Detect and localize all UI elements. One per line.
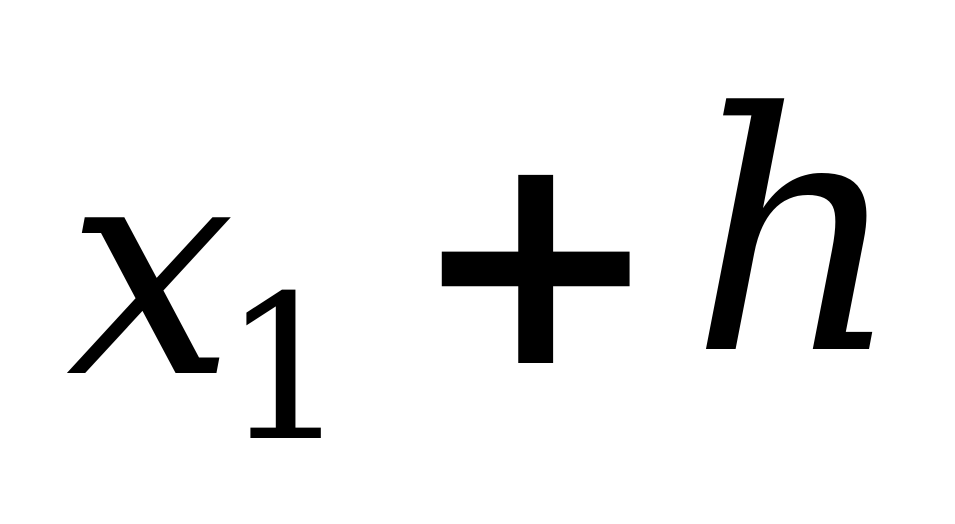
variable-x: x: [66, 95, 236, 444]
subscript-index: 1: [222, 253, 350, 486]
variable-h: h: [690, 43, 903, 427]
plus-operator: +: [410, 85, 662, 434]
